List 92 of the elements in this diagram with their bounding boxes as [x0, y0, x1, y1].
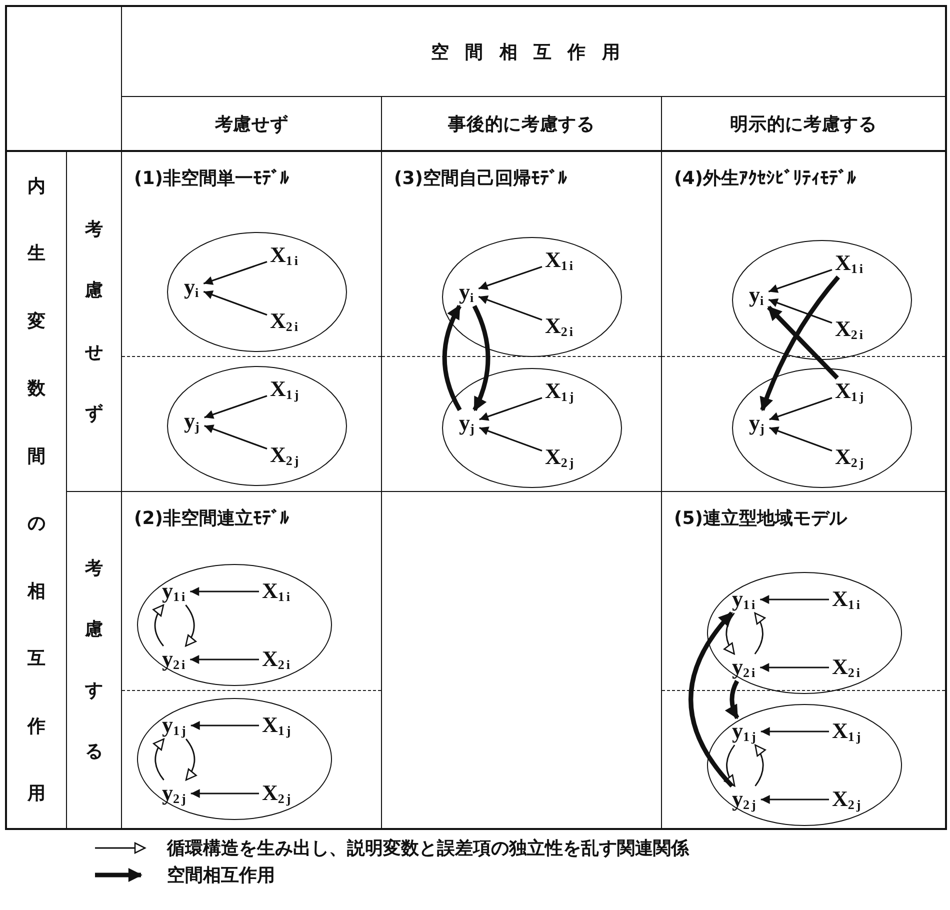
variable-label: X$_{1j}$	[543, 379, 578, 404]
variable-label: y$_{2i}$	[160, 647, 190, 672]
variable-label: y$_{1i}$	[160, 579, 190, 604]
model-title: (3)空間自己回帰ﾓﾃﾞﾙ	[394, 167, 567, 190]
variable-label: X$_{1i}$	[268, 243, 302, 268]
variable-label: X$_{2i}$	[268, 309, 302, 334]
arrow	[760, 595, 829, 604]
variable-label: X$_{2j}$	[833, 445, 868, 470]
variable-label: X$_{1i}$	[543, 248, 578, 273]
arrow	[769, 426, 832, 452]
variable-label: y$_{1j}$	[160, 713, 190, 738]
variable-label: y$_{i}$	[182, 275, 203, 300]
arrow	[204, 424, 268, 450]
model-title: (5)連立型地域モデル	[674, 507, 847, 530]
arrow	[203, 260, 268, 285]
arrow	[478, 266, 542, 290]
hollow-arrow	[185, 604, 196, 647]
variable-label: y$_{1j}$	[730, 719, 760, 744]
hollow-arrow	[152, 604, 164, 646]
hollow-arrow	[724, 744, 736, 787]
variable-label: y$_{i}$	[457, 280, 478, 305]
arrow	[203, 290, 268, 316]
variable-label: X$_{1j}$	[833, 379, 868, 404]
ellipse	[732, 240, 912, 360]
arrow	[768, 268, 832, 293]
hollow-arrow	[153, 738, 164, 780]
variable-label: y$_{2j}$	[730, 787, 760, 812]
arrow	[190, 789, 259, 798]
hollow-arrow	[754, 744, 766, 786]
row-header: 考慮する	[85, 556, 103, 764]
hollow-arrow	[185, 738, 197, 781]
arrow	[204, 395, 268, 419]
model-title: (4)外生ｱｸｾｼﾋﾞﾘﾃｨﾓﾃﾞﾙ	[674, 167, 856, 190]
hollow-arrow	[724, 612, 735, 655]
ellipse	[167, 232, 347, 352]
hollow-arrow	[754, 612, 766, 654]
column-header: 空間相互作用	[430, 40, 636, 64]
ellipse	[442, 237, 622, 357]
arrow	[479, 397, 542, 421]
ellipse	[707, 572, 902, 694]
thick-arrow	[725, 680, 740, 720]
variable-label: X$_{1j}$	[268, 377, 303, 402]
row-header: 内生変数間の相互作用	[28, 174, 46, 806]
arrow	[760, 727, 829, 736]
legend-text: 循環構造を生み出し、説明変数と誤差項の独立性を乱す関連関係	[167, 837, 689, 860]
ellipse	[442, 368, 622, 488]
variable-label: y$_{1i}$	[730, 587, 760, 612]
ellipse	[137, 698, 332, 820]
arrow	[768, 298, 832, 324]
variable-label: X$_{2i}$	[260, 647, 294, 672]
arrow	[760, 795, 829, 804]
thick-arrow	[472, 305, 490, 412]
ellipse	[732, 368, 912, 488]
variable-label: X$_{2j}$	[268, 443, 303, 468]
arrow	[190, 587, 259, 596]
variable-label: X$_{1i}$	[260, 579, 294, 604]
column-header: 明示的に考慮する	[730, 112, 877, 136]
variable-label: X$_{1i}$	[830, 587, 864, 612]
variable-label: y$_{i}$	[747, 283, 768, 308]
variable-label: y$_{j}$	[747, 411, 768, 436]
ellipse	[137, 564, 332, 686]
variable-label: X$_{1j}$	[260, 713, 295, 738]
variable-label: X$_{1j}$	[830, 719, 865, 744]
variable-label: y$_{2i}$	[730, 655, 760, 680]
thick-arrow	[688, 612, 734, 788]
variable-label: y$_{j}$	[182, 409, 204, 434]
arrow	[769, 397, 832, 421]
thick-arrow	[760, 276, 840, 412]
arrow	[190, 721, 259, 730]
arrow	[479, 426, 542, 452]
legend-text: 空間相互作用	[167, 864, 275, 887]
model-title: (1)非空間単一ﾓﾃﾞﾙ	[134, 167, 289, 190]
thick-arrow	[767, 306, 839, 380]
variable-label: X$_{2j}$	[543, 445, 578, 470]
column-header: 考慮せず	[214, 112, 288, 136]
variable-label: X$_{2i}$	[833, 317, 868, 342]
ellipse	[167, 366, 347, 486]
variable-label: y$_{j}$	[457, 411, 478, 436]
model-title: (2)非空間連立ﾓﾃﾞﾙ	[134, 507, 289, 530]
variable-label: X$_{2i}$	[830, 655, 864, 680]
arrow	[190, 655, 259, 664]
arrow	[760, 663, 829, 672]
ellipse	[707, 704, 902, 826]
variable-label: y$_{2j}$	[160, 781, 190, 806]
column-header: 事後的に考慮する	[448, 112, 595, 136]
arrow	[478, 296, 542, 321]
variable-label: X$_{2j}$	[260, 781, 295, 806]
variable-label: X$_{2j}$	[830, 787, 865, 812]
variable-label: X$_{2i}$	[543, 314, 578, 339]
variable-label: X$_{1i}$	[833, 251, 868, 276]
row-header: 考慮せず	[85, 218, 103, 426]
thick-arrow	[442, 304, 462, 412]
